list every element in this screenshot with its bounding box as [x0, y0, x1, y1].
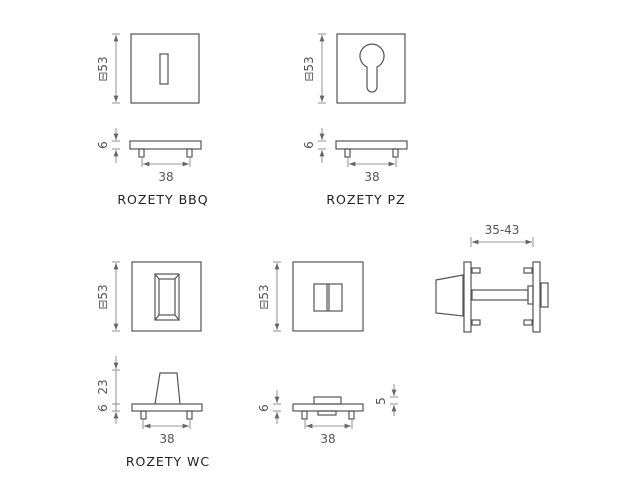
pz-spacing-dim: 38 — [364, 170, 379, 184]
wc-thickness-dim: 6 — [96, 404, 110, 412]
ind-size-dim: ⊟53 — [257, 284, 271, 309]
rozety-indicator: ⊟53 6 5 38 — [257, 261, 398, 446]
ind-thickness-dim: 6 — [257, 404, 271, 412]
door-range-dim: 35-43 — [485, 223, 520, 237]
indicator-button — [540, 282, 549, 308]
assembly-side-view: 35-43 — [435, 223, 549, 333]
pz-label: ROZETY PZ — [326, 192, 405, 207]
rozety-pz: ⊟53 6 38 ROZETY PZ — [302, 33, 408, 207]
bbq-key-slot — [159, 53, 169, 85]
wc-size-dim: ⊟53 — [96, 284, 110, 309]
wc-spacing-dim: 38 — [159, 432, 174, 446]
wc-knob-height-dim: 23 — [96, 379, 110, 394]
wc-label: ROZETY WC — [126, 454, 210, 469]
knob — [435, 274, 464, 317]
rozety-wc: ⊟53 23 6 38 ROZETY WC — [96, 261, 210, 469]
pz-thickness-dim: 6 — [302, 141, 316, 149]
ind-spacing-dim: 38 — [320, 432, 335, 446]
bbq-side-plate — [129, 140, 202, 150]
bbq-label: ROZETY BBQ — [117, 192, 208, 207]
bbq-thickness-dim: 6 — [96, 141, 110, 149]
pz-cylinder-hole — [359, 43, 385, 93]
pz-size-dim: ⊟53 — [302, 56, 316, 81]
spindle — [471, 289, 529, 301]
rozety-bbq: ⊟53 6 38 ROZETY BBQ — [96, 33, 208, 207]
bbq-front-plate — [130, 33, 200, 104]
pz-front-plate — [336, 33, 406, 104]
ind-bump-dim: 5 — [374, 397, 388, 405]
bbq-spacing-dim: 38 — [158, 170, 173, 184]
bbq-size-dim: ⊟53 — [96, 56, 110, 81]
